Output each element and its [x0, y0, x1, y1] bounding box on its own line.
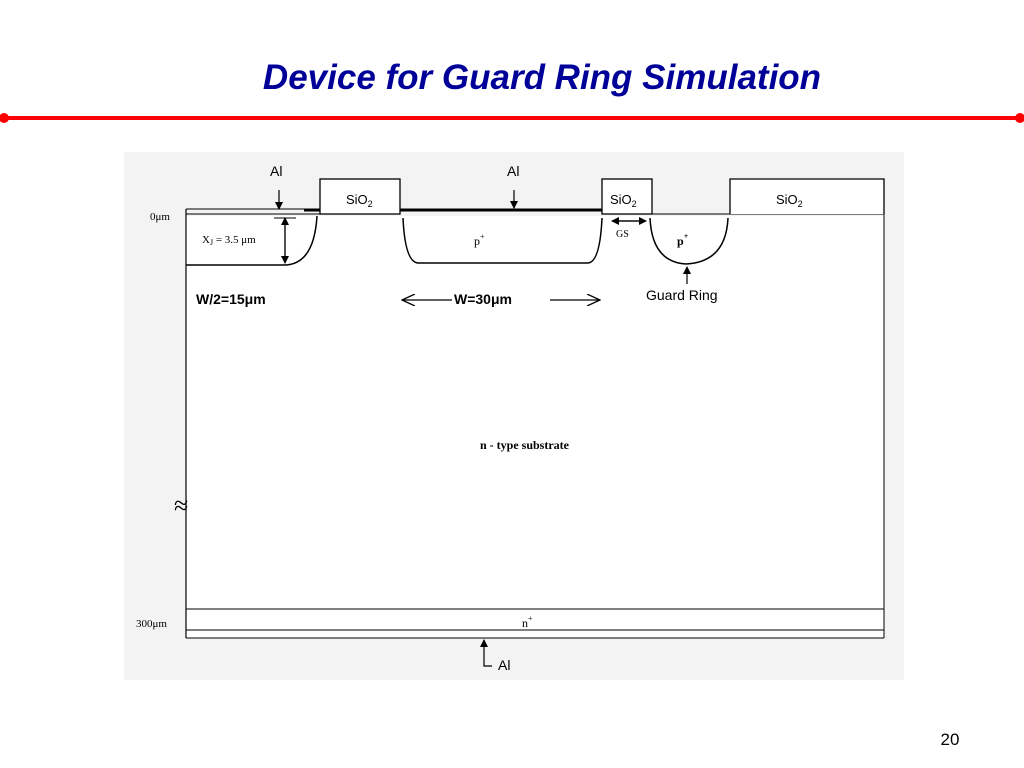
substrate-region — [186, 216, 884, 638]
sio2-label-right: SiO2 — [776, 192, 803, 209]
half-width-label: W/2=15μm — [196, 291, 266, 307]
divider-end-left — [0, 113, 9, 123]
sio2-block-middle — [601, 178, 653, 215]
junction-depth-label: XJ = 3.5 μm — [202, 234, 256, 247]
p-plus-center-label: p+ — [474, 232, 485, 248]
title-divider — [0, 113, 1024, 123]
slide-title: Device for Guard Ring Simulation — [262, 58, 822, 97]
n-plus-label: n+ — [522, 614, 533, 630]
p-plus-left-region — [186, 215, 318, 266]
gap-spacing-label: GS — [616, 229, 629, 240]
width-label: W=30μm — [454, 291, 512, 307]
device-cross-section: Al Al Al SiO2 SiO2 SiO2 0μm XJ = 3.5 μm … — [124, 152, 904, 680]
al-label-bottom: Al — [498, 657, 510, 673]
scale-break-symbol: ≈ — [174, 491, 188, 520]
sio2-block-left — [319, 178, 401, 215]
depth-label-300: 300μm — [136, 618, 167, 630]
al-label-top-left: Al — [270, 163, 282, 179]
sio2-block-right — [729, 178, 885, 214]
divider-end-right — [1015, 113, 1024, 123]
page-number: 20 — [940, 730, 960, 749]
guard-ring-label: Guard Ring — [646, 287, 718, 303]
substrate-label: n - type substrate — [480, 438, 570, 452]
guard-ring-region — [649, 217, 729, 265]
al-arrow-bottom-leader — [483, 657, 492, 667]
p-plus-guard-label: p+ — [677, 232, 689, 248]
sio2-label-left: SiO2 — [346, 192, 373, 209]
depth-label-0: 0μm — [150, 211, 170, 223]
al-label-top-middle: Al — [507, 163, 519, 179]
p-plus-center-region — [402, 217, 603, 264]
sio2-label-middle: SiO2 — [610, 192, 637, 209]
